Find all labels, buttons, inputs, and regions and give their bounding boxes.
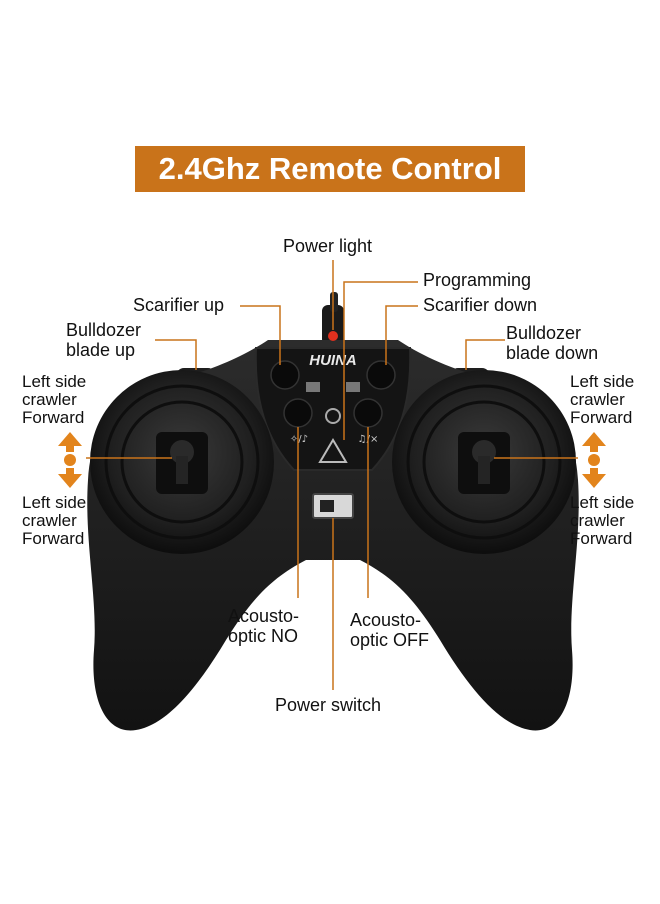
triangle-icon	[318, 438, 348, 463]
left-joystick[interactable]	[90, 370, 274, 554]
scarifier-icon	[346, 382, 360, 392]
bulldozer-down-label: Bulldozer blade down	[506, 323, 599, 363]
leader-lines	[86, 260, 578, 690]
left-direction-arrows	[58, 432, 82, 488]
up-arrow-icon	[582, 432, 606, 452]
acousto-on-label: Acousto- optic NO	[228, 606, 300, 646]
power-switch[interactable]	[312, 493, 354, 519]
scarifier-up-label: Scarifier up	[133, 295, 225, 315]
right-joystick[interactable]	[392, 370, 576, 554]
right-crawler-forward-top-label: Left side crawler Forward	[570, 372, 635, 427]
left-crawler-forward-bottom-label: Left side crawler Forward	[22, 493, 87, 548]
right-direction-arrows	[582, 432, 606, 488]
up-arrow-icon	[58, 432, 82, 452]
scarifier-up-button[interactable]	[270, 360, 300, 390]
gear-icon	[325, 408, 341, 424]
acousto-on-button[interactable]	[283, 398, 313, 428]
acousto-off-button[interactable]	[353, 398, 383, 428]
bulldozer-icon	[306, 382, 320, 392]
brand-logo: HUINA	[309, 352, 357, 369]
programming-label: Programming	[423, 270, 532, 290]
left-crawler-forward-top-label: Left side crawler Forward	[22, 372, 87, 427]
acousto-off-label: Acousto- optic OFF	[350, 610, 430, 650]
scarifier-down-button[interactable]	[366, 360, 396, 390]
light-sound-icon: ✧/♪	[290, 434, 308, 445]
scarifier-down-label: Scarifier down	[423, 295, 538, 315]
power-light-label: Power light	[283, 236, 373, 256]
bulldozer-up-label: Bulldozer blade up	[66, 320, 142, 360]
power-switch-label: Power switch	[275, 695, 382, 715]
down-arrow-icon	[582, 468, 606, 488]
down-arrow-icon	[58, 468, 82, 488]
right-crawler-forward-bottom-label: Left side crawler Forward	[570, 493, 635, 548]
power-led	[328, 331, 338, 341]
title-banner: 2.4Ghz Remote Control	[135, 146, 525, 192]
